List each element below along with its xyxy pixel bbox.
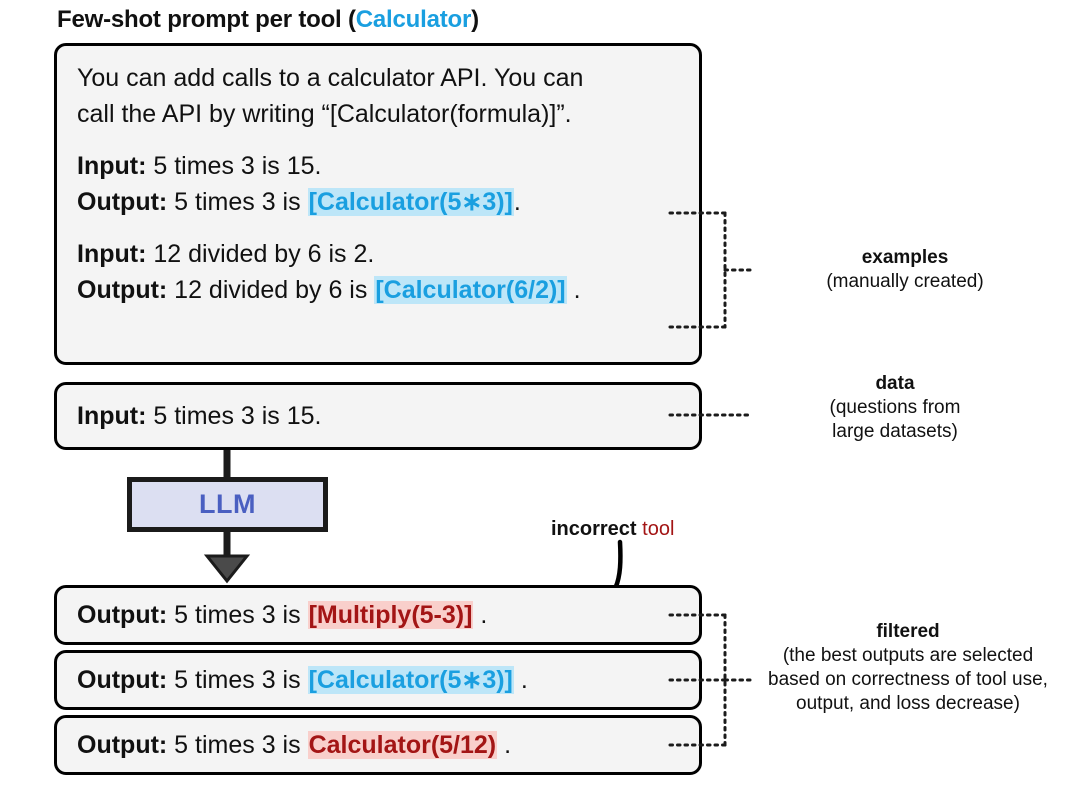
output-3-tool-call: Calculator(5/12) (307, 731, 498, 759)
output-1-prefix: 5 times 3 is (167, 601, 308, 629)
page-title-main: Few-shot prompt per tool ( (57, 6, 356, 33)
data-input-line: Input: 5 times 3 is 15. (77, 398, 322, 434)
annotation-filtered: filtered (the best outputs are selected … (740, 620, 1076, 716)
output-3-suffix: . (497, 731, 512, 759)
annotation-data-body-1: (questions from (829, 397, 961, 418)
output-2-tool-call: [Calculator(5∗3)] (307, 666, 514, 694)
output-box-1: Output: 5 times 3 is [Multiply(5-3)] . (54, 585, 702, 645)
spacer (77, 220, 583, 236)
annotation-data: data (questions from large datasets) (745, 372, 1045, 444)
example-1-input-label: Input: (77, 152, 147, 180)
annotation-data-heading: data (875, 373, 915, 394)
llm-block: LLM (127, 477, 328, 532)
example-1-output-prefix: 5 times 3 is (167, 188, 308, 216)
examples-bracket (668, 211, 754, 329)
data-connector (668, 413, 752, 417)
example-2-output-label: Output: (77, 276, 168, 304)
output-3-label: Output: (77, 731, 168, 759)
output-3-prefix: 5 times 3 is (167, 731, 308, 759)
output-1-tool-call: [Multiply(5-3)] (307, 601, 474, 629)
annotation-filtered-heading: filtered (876, 621, 940, 642)
flow-arrow (203, 450, 251, 584)
annotation-examples-body-1: (manually created) (826, 271, 984, 292)
example-2-output: Output: 12 divided by 6 is [Calculator(6… (77, 272, 583, 308)
example-2-input-text: 12 divided by 6 is 2. (146, 240, 375, 268)
incorrect-tool-callout: incorrect tool (551, 518, 674, 541)
output-2-suffix: . (513, 666, 528, 694)
instruction-line-2: call the API by writing “[Calculator(for… (77, 100, 572, 128)
data-input-text: 5 times 3 is 15. (146, 402, 322, 430)
output-1-suffix: . (473, 601, 488, 629)
example-1-output-suffix: . (513, 188, 521, 216)
few-shot-prompt-box: You can add calls to a calculator API. Y… (54, 43, 702, 365)
output-box-2: Output: 5 times 3 is [Calculator(5∗3)] . (54, 650, 702, 710)
filtered-bracket (668, 613, 752, 747)
annotation-filtered-body-3: output, and loss decrease) (796, 693, 1020, 714)
prompt-content: You can add calls to a calculator API. Y… (77, 60, 583, 308)
example-2-tool-call: [Calculator(6/2)] (374, 276, 567, 304)
instruction-line-1: You can add calls to a calculator API. Y… (77, 64, 584, 92)
tool-word: tool (636, 518, 675, 540)
data-input-box: Input: 5 times 3 is 15. (54, 382, 702, 450)
example-1-input-text: 5 times 3 is 15. (146, 152, 322, 180)
data-input-label: Input: (77, 402, 147, 430)
llm-label: LLM (199, 489, 256, 519)
annotation-filtered-body-1: (the best outputs are selected (782, 645, 1034, 666)
example-2-input: Input: 12 divided by 6 is 2. (77, 236, 583, 272)
example-1-tool-call: [Calculator(5∗3)] (307, 188, 514, 216)
page-title: Few-shot prompt per tool (Calculator) (57, 6, 479, 34)
output-2-prefix: 5 times 3 is (167, 666, 308, 694)
output-1-line: Output: 5 times 3 is [Multiply(5-3)] . (77, 597, 487, 633)
example-2-input-label: Input: (77, 240, 147, 268)
example-2-output-prefix: 12 divided by 6 is (167, 276, 375, 304)
annotation-filtered-body-2: based on correctness of tool use, (768, 669, 1048, 690)
page-title-tool-name: Calculator (355, 6, 472, 33)
annotation-data-body-2: large datasets) (832, 421, 958, 442)
output-2-label: Output: (77, 666, 168, 694)
example-2-output-suffix: . (566, 276, 581, 304)
example-1-output-label: Output: (77, 188, 168, 216)
example-1-output: Output: 5 times 3 is [Calculator(5∗3)]. (77, 184, 583, 220)
annotation-examples-heading: examples (861, 247, 949, 268)
page-title-close-paren: ) (471, 6, 479, 33)
output-3-line: Output: 5 times 3 is Calculator(5/12) . (77, 727, 511, 763)
annotation-examples: examples (manually created) (745, 246, 1065, 294)
output-1-label: Output: (77, 601, 168, 629)
output-box-3: Output: 5 times 3 is Calculator(5/12) . (54, 715, 702, 775)
example-1-input: Input: 5 times 3 is 15. (77, 148, 583, 184)
spacer (77, 132, 583, 148)
incorrect-word: incorrect (551, 518, 637, 540)
output-2-line: Output: 5 times 3 is [Calculator(5∗3)] . (77, 662, 528, 698)
